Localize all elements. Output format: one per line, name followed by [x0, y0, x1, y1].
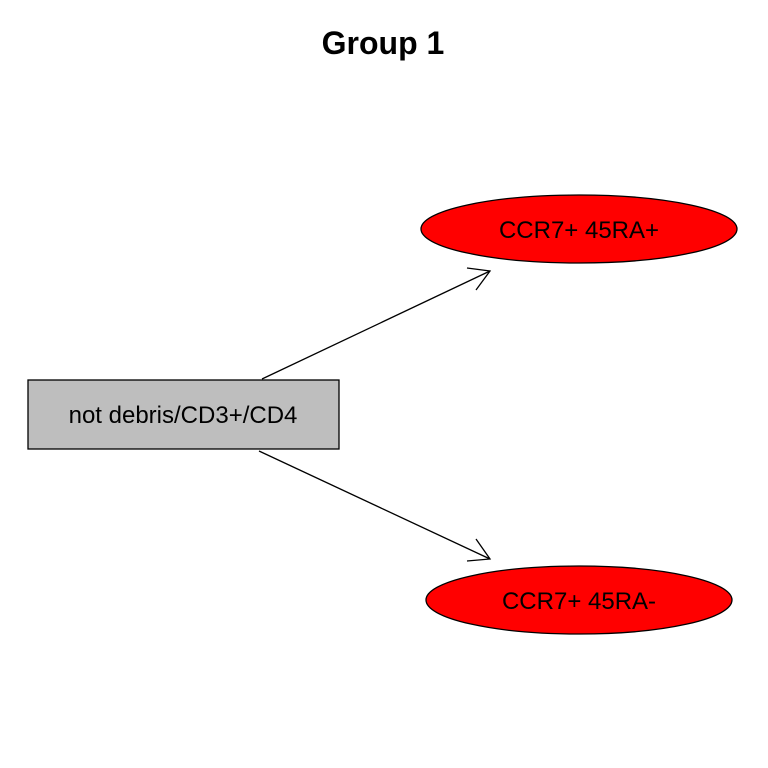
node-parent-box — [27, 379, 340, 450]
edge-line — [261, 270, 491, 380]
diagram-title: Group 1 — [322, 25, 445, 61]
edge-parent-to-top — [261, 267, 492, 380]
node-parent[interactable]: not debris/CD3+/CD4 — [27, 379, 340, 450]
node-child-top[interactable]: CCR7+ 45RA+ — [420, 194, 738, 264]
node-child-top-label: CCR7+ 45RA+ — [499, 217, 659, 244]
node-child-bottom-ellipse — [425, 565, 733, 635]
edge-line — [258, 450, 491, 560]
node-child-bottom[interactable]: CCR7+ 45RA- — [425, 565, 733, 635]
node-child-top-ellipse — [420, 194, 738, 264]
arrowhead-icon — [466, 538, 492, 562]
node-child-bottom-label: CCR7+ 45RA- — [502, 588, 656, 615]
node-parent-label: not debris/CD3+/CD4 — [69, 402, 298, 429]
edge-parent-to-bottom — [258, 450, 492, 562]
arrowhead-icon — [466, 267, 492, 291]
